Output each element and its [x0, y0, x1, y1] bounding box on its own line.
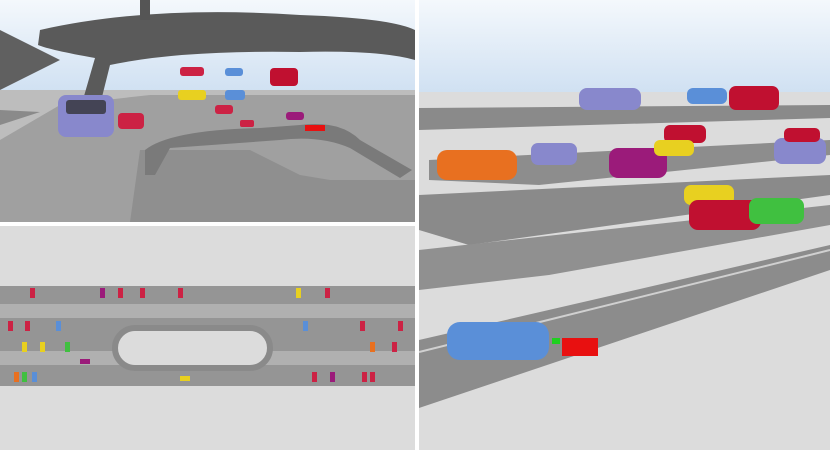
- marker-red: [305, 125, 325, 131]
- car: [225, 68, 243, 76]
- car: [774, 138, 826, 164]
- car: [749, 198, 804, 224]
- top-down-scene: [0, 226, 415, 450]
- perspective-levels-view: [419, 0, 830, 450]
- car: [729, 86, 779, 110]
- pillar: [140, 0, 150, 20]
- car: [609, 148, 667, 178]
- car: [80, 359, 90, 364]
- car: [330, 372, 335, 382]
- car: [32, 372, 37, 382]
- car: [225, 90, 245, 100]
- car: [100, 288, 105, 298]
- car: [687, 88, 727, 104]
- car: [654, 140, 694, 156]
- car: [362, 372, 367, 382]
- car: [689, 200, 761, 230]
- ramp-scene: [0, 0, 415, 222]
- car: [25, 321, 30, 331]
- entry-ramp: [419, 245, 830, 408]
- car: [312, 372, 317, 382]
- car: [8, 321, 13, 331]
- ramp-edge: [0, 30, 60, 90]
- car: [447, 322, 549, 360]
- car: [531, 143, 577, 165]
- cars: [58, 67, 304, 137]
- sky: [419, 0, 830, 95]
- car: [22, 342, 27, 352]
- floor-ramp: [130, 150, 415, 222]
- center-ramp-loop: [112, 325, 273, 371]
- car: [215, 105, 233, 114]
- car: [180, 67, 204, 76]
- car: [140, 288, 145, 298]
- car: [784, 128, 820, 142]
- car: [14, 372, 19, 382]
- levels-scene: [419, 0, 830, 450]
- level-3: [419, 105, 830, 130]
- car: [392, 342, 397, 352]
- car: [118, 288, 123, 298]
- car: [40, 342, 45, 352]
- side-ramp: [0, 110, 40, 125]
- top-down-view: [0, 226, 415, 450]
- car: [325, 288, 330, 298]
- car-windshield: [66, 100, 106, 114]
- car: [370, 372, 375, 382]
- curved-ramp: [145, 124, 412, 178]
- perspective-ramp-view: [0, 0, 415, 222]
- car: [579, 88, 641, 110]
- car: [178, 90, 206, 100]
- marker-green: [552, 338, 560, 344]
- car: [270, 68, 298, 86]
- car: [118, 113, 144, 129]
- car: [398, 321, 403, 331]
- car: [22, 372, 27, 382]
- car: [296, 288, 301, 298]
- car: [180, 376, 190, 381]
- car: [65, 342, 70, 352]
- car: [240, 120, 254, 127]
- car: [286, 112, 304, 120]
- car: [370, 342, 375, 352]
- cars: [8, 288, 403, 382]
- marker-red: [562, 338, 598, 356]
- cars: [437, 86, 826, 360]
- car: [56, 321, 61, 331]
- car: [303, 321, 308, 331]
- car: [664, 125, 706, 143]
- car: [360, 321, 365, 331]
- aisle: [0, 304, 415, 318]
- car: [30, 288, 35, 298]
- upper-ramp: [38, 12, 415, 111]
- car: [178, 288, 183, 298]
- car: [437, 150, 517, 180]
